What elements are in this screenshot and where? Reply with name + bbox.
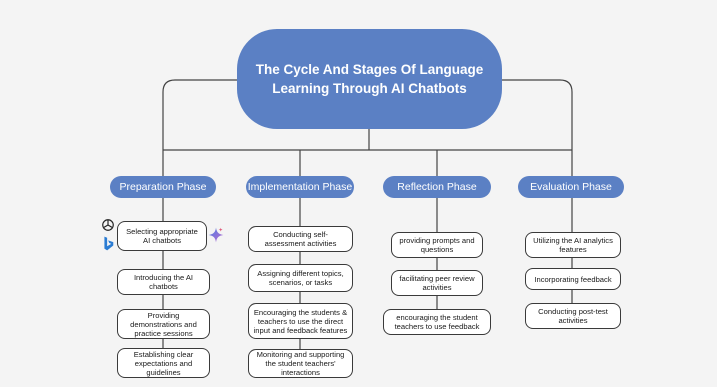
diagram-title: The Cycle And Stages Of Language Learnin… bbox=[237, 29, 502, 129]
phase-reflection: Reflection Phase bbox=[383, 176, 491, 198]
step-evaluation-1: Utilizing the AI analytics features bbox=[525, 232, 621, 258]
step-preparation-1: Selecting appropriate AI chatbots bbox=[117, 221, 207, 251]
connector-title-right bbox=[502, 79, 573, 176]
step-reflection-2: facilitating peer review activities bbox=[391, 270, 483, 296]
phase-implementation: Implementation Phase bbox=[246, 176, 354, 198]
step-implementation-2: Assigning different topics, scenarios, o… bbox=[248, 264, 353, 292]
step-preparation-4: Establishing clear expectations and guid… bbox=[117, 348, 210, 378]
step-preparation-3: Providing demonstrations and practice se… bbox=[117, 309, 210, 339]
gemini-sparkle-icon bbox=[208, 227, 224, 243]
step-preparation-2: Introducing the AI chatbots bbox=[117, 269, 210, 295]
phase-preparation: Preparation Phase bbox=[110, 176, 216, 198]
openai-logo-icon bbox=[102, 219, 114, 231]
step-implementation-4: Monitoring and supporting the student te… bbox=[248, 349, 353, 378]
step-evaluation-2: Incorporating feedback bbox=[525, 268, 621, 290]
connector-title-left bbox=[162, 79, 237, 176]
step-reflection-3: encouraging the student teachers to use … bbox=[383, 309, 491, 335]
bing-logo-icon bbox=[104, 236, 114, 251]
phase-evaluation: Evaluation Phase bbox=[518, 176, 624, 198]
step-evaluation-3: Conducting post-test activities bbox=[525, 303, 621, 329]
step-implementation-3: Encouraging the students & teachers to u… bbox=[248, 303, 353, 339]
step-implementation-1: Conducting self-assessment activities bbox=[248, 226, 353, 252]
step-reflection-1: providing prompts and questions bbox=[391, 232, 483, 258]
